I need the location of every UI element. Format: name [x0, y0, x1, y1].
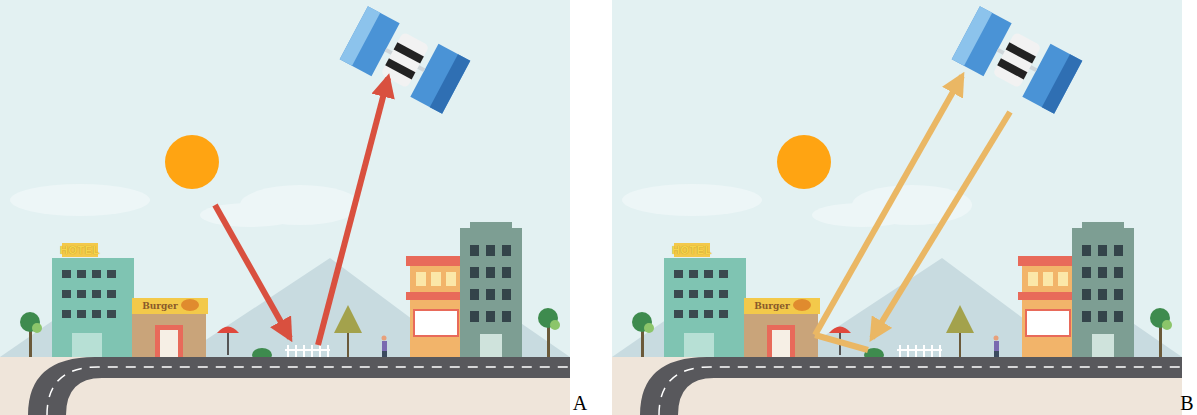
city-scene: [612, 0, 1182, 415]
shop-sign: Burger: [142, 302, 178, 311]
shop-sign: Burger: [754, 302, 790, 311]
hotel-sign: HOTEL: [672, 245, 712, 256]
panel-letter: A: [573, 393, 587, 413]
signal-bounce: [815, 335, 868, 350]
hotel-sign: HOTEL: [60, 245, 100, 256]
return-arrow: [815, 76, 962, 335]
city-scene: [0, 0, 570, 415]
emitted-arrow: [872, 112, 1010, 338]
panel-letter: B: [1180, 393, 1193, 413]
sunlight-arrow: [215, 205, 290, 338]
reflected-arrow: [318, 78, 388, 345]
